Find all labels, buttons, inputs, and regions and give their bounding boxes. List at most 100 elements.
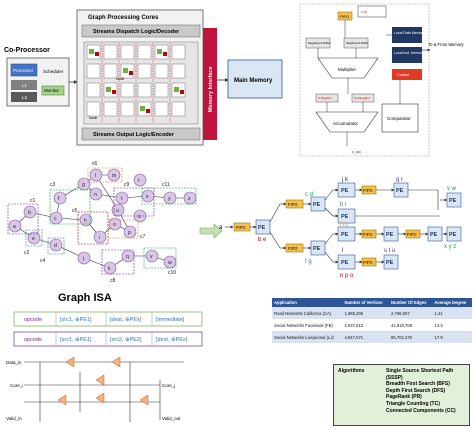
df-fifo-6 [361, 257, 377, 267]
graph-label-q: q [126, 254, 129, 260]
isa-title: Graph ISA [58, 292, 112, 304]
local-inst-memory [392, 47, 422, 63]
circuit-data-in: Data_in [6, 360, 22, 365]
dataset-header-edges: Number Of Edges [389, 298, 433, 307]
df-fifo-4-label: FIFO [363, 188, 373, 193]
graph-label-j: j [82, 256, 84, 262]
graph-label-p: p [128, 230, 131, 236]
buffer-1-icon [65, 356, 75, 368]
circuit-core-i: Core_i [10, 383, 23, 388]
df-pe-9-label: PE [386, 232, 394, 238]
list-item: Single Source Shortest Path (SSSP) [386, 368, 454, 381]
algorithms-list: Single Source Shortest Path (SSSP) Bread… [386, 368, 469, 414]
graph-label-u: u [116, 208, 119, 214]
df-pe-12-label: PE [449, 198, 457, 204]
df-label-cd: c d [305, 192, 313, 198]
to-from-memory-label: To & From Memory [428, 42, 465, 47]
graph-label-n: n [94, 192, 97, 198]
cluster-c6-box [87, 167, 123, 183]
node-label: Node [116, 77, 124, 81]
dispatch-logic [81, 24, 201, 38]
graph-label-c: c [54, 216, 57, 222]
cluster-c4: c4 [40, 258, 46, 264]
isa-r2-src2: [src2, ⊕PE2] [110, 337, 142, 343]
in-register-label: In Register [318, 96, 332, 100]
buffer-3-icon [95, 374, 105, 386]
circuit-valid-out: Valid_out [162, 416, 181, 421]
graph-node-l [89, 168, 103, 182]
list-item: Triangle Counting (TC) [386, 400, 440, 407]
df-fifo-5 [361, 229, 377, 239]
isa-r2-src1: [src1, ⊕PE1] [60, 337, 92, 343]
df-pe-10-label: PE [386, 260, 394, 266]
monitor-box [41, 85, 65, 96]
graph-label-g: g [82, 182, 85, 188]
graph-cores-block: Graph Processing Cores Streams Dispatch … [76, 9, 204, 146]
l2-box [11, 92, 37, 102]
df-pe-5 [337, 208, 356, 224]
graph-node-m [107, 168, 121, 182]
neighbours-buffer-1: Neighbours Buffer [308, 41, 331, 45]
df-fifo-6-label: FIFO [363, 260, 373, 265]
comparator [381, 103, 419, 133]
graph-node-i [93, 230, 107, 244]
dataset-header-vertices: Number of Vertices [342, 298, 390, 307]
cluster-c9: c9 [124, 182, 130, 188]
df-label-be: b e [258, 237, 267, 243]
local-data-memory [392, 27, 422, 43]
df-pe-8 [393, 182, 409, 198]
cluster-c1: c1 [30, 198, 36, 204]
df-label-jk: j k [341, 177, 349, 183]
graph-label-e: e [32, 236, 35, 242]
list-item: Breadth First Search (BFS) [386, 381, 450, 388]
df-pe-2 [310, 196, 326, 212]
accumulator [315, 111, 379, 133]
dataset-edges: 41,919,708 [391, 322, 412, 328]
isa-r1-imm: [immediate] [156, 317, 185, 323]
graph-label-f: f [58, 196, 60, 202]
graph-label-o: o [113, 222, 116, 228]
graph-node-f [53, 191, 67, 205]
df-pe-4 [337, 182, 356, 198]
graph-node-j [77, 251, 91, 265]
df-pe-7-label: PE [341, 260, 349, 266]
df-label-npo: n p o [340, 273, 354, 279]
dataset-vertices: 4,847,571 [342, 331, 390, 343]
multiplier [317, 57, 379, 79]
dataflow-mapping: a [219, 177, 462, 279]
df-pe-8-label: PE [396, 188, 404, 194]
graph-node-e [27, 231, 41, 245]
graph-label-h: h [84, 218, 87, 224]
df-pe-6-label: PE [341, 232, 349, 238]
df-label-im: i m [340, 222, 348, 228]
buffer-2-icon [111, 356, 121, 368]
graph-label-z: z [188, 196, 191, 202]
graph-node-a [8, 219, 22, 233]
graph-label-i: i [99, 235, 100, 241]
cluster-c3-box [49, 189, 91, 225]
graph-label-l: l [95, 173, 96, 179]
df-pe-3 [310, 240, 326, 256]
cluster-c2: c2 [24, 250, 30, 256]
df-pe-11 [427, 226, 443, 242]
df-pe-3-label: PE [313, 246, 321, 252]
c-in-label: c_in [361, 10, 367, 14]
graph-label-a: a [13, 224, 16, 230]
output-logic [81, 127, 201, 141]
dataset-app: Road Networks California (CA) [272, 307, 343, 319]
df-fifo-2-label: FIFO [288, 202, 298, 207]
control-unit [392, 69, 422, 80]
df-pe-4-label: PE [341, 188, 349, 194]
local-data-memory-label: Local Data Memory [394, 31, 425, 35]
df-pe-11-label: PE [430, 232, 438, 238]
cluster-c8: c8 [110, 278, 116, 284]
datasets-table: Application Number of Vertices Number Of… [272, 298, 472, 343]
graph-node-v [145, 249, 159, 263]
graph-cores-title: Graph Processing Cores [88, 15, 159, 21]
isa-r2-opcode: opcode [24, 337, 42, 343]
circuit-core-j: Core_j [162, 383, 175, 388]
cluster-c6: c6 [92, 161, 98, 167]
isa-r2-dest: [dest, ⊕PEx] [156, 337, 188, 343]
graph-node-t [115, 191, 129, 205]
df-pe-2-label: PE [313, 202, 321, 208]
